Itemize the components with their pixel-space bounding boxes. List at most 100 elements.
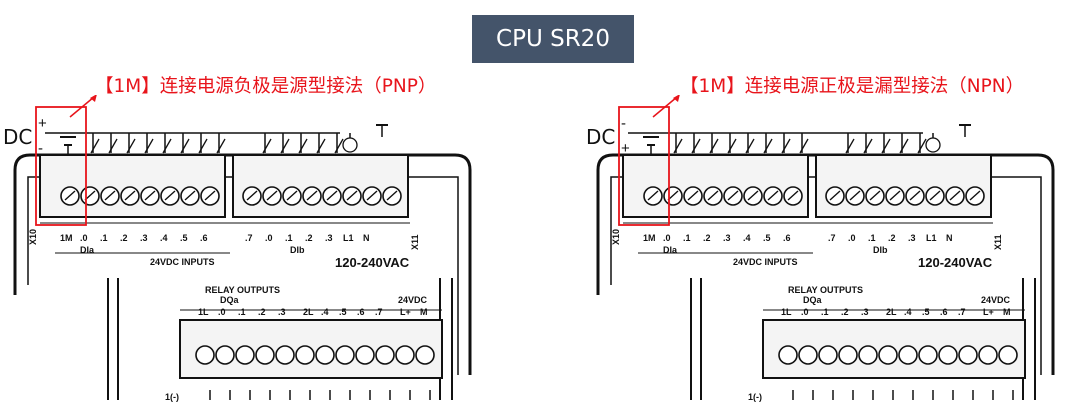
dc-label: DC [3, 125, 33, 149]
output-terminal-label: .7 [375, 307, 383, 317]
input-terminal-label: .0 [663, 233, 671, 243]
input-terminal-label: .6 [783, 233, 791, 243]
switch-contact [763, 138, 773, 154]
screw-slot [164, 190, 176, 201]
input-terminal-label: 1M [60, 233, 73, 243]
output-terminal-label: 1L [198, 307, 209, 317]
screw-slot [366, 190, 378, 201]
output-terminal [858, 345, 878, 365]
output-terminal [978, 345, 998, 365]
input-terminal-label: .3 [140, 233, 148, 243]
title-text: CPU SR20 [496, 26, 610, 52]
switch-contact [799, 138, 809, 154]
screw-slot [787, 190, 799, 201]
screw-slot [184, 190, 196, 201]
screw-slot [144, 190, 156, 201]
screw-slot [849, 190, 861, 201]
switch-contact [709, 138, 719, 154]
switch-contact [917, 138, 927, 154]
output-terminal [315, 345, 335, 365]
pointer-arrowhead [673, 95, 680, 102]
screw-slot [286, 190, 298, 201]
switch-contact [673, 138, 683, 154]
output-terminal-label: .1 [238, 307, 246, 317]
switch-contact [216, 138, 226, 154]
screw-slot [246, 190, 258, 201]
output-terminal-label: .0 [801, 307, 809, 317]
switch-contact [180, 138, 190, 154]
dc-top-sign-label: - [621, 115, 626, 132]
x11-label: X11 [993, 234, 1003, 250]
switch-contact [334, 138, 344, 154]
output-module-sides [107, 278, 453, 400]
input-terminal-label: .2 [888, 233, 896, 243]
output-terminal-label: 2L [303, 307, 314, 317]
bottom-terminal-label: 1(-) [748, 392, 762, 402]
output-terminal-label: .2 [258, 307, 266, 317]
switch-contact [108, 138, 118, 154]
output-terminal-label: .6 [940, 307, 948, 317]
screw-slot [869, 190, 881, 201]
output-terminal [898, 345, 918, 365]
output-terminal-label: .7 [958, 307, 966, 317]
ac-source-symbol [925, 137, 941, 153]
x10-label: X10 [28, 228, 38, 245]
input-block-b [232, 154, 409, 218]
screw-slot [326, 190, 338, 201]
ac-voltage-label: 120-240VAC [335, 255, 410, 270]
screw-slot [969, 190, 981, 201]
output-terminal [395, 345, 415, 365]
dia-label: DIa [80, 245, 95, 255]
output-terminal [375, 345, 395, 365]
relay-outputs-label: RELAY OUTPUTS [205, 285, 281, 295]
input-terminal-label: .7 [828, 233, 836, 243]
screw-slot [124, 190, 136, 201]
dc-out-terminal-label: M [1003, 307, 1011, 317]
input-terminal-label: .1 [868, 233, 876, 243]
input-block-a [622, 154, 809, 218]
input-terminal-label: .0 [265, 233, 273, 243]
output-terminal [798, 345, 818, 365]
pointer-arrowhead [90, 95, 97, 102]
power-terminal-label: L1 [343, 233, 354, 243]
input-terminal-label: .3 [325, 233, 333, 243]
input-terminal-label: .5 [180, 233, 188, 243]
output-terminal [295, 345, 315, 365]
screw-slot [949, 190, 961, 201]
screw-slot [929, 190, 941, 201]
output-terminal [415, 345, 435, 365]
output-terminal-label: .2 [841, 307, 849, 317]
output-terminal-label: .5 [339, 307, 347, 317]
power-terminal-label: L1 [926, 233, 937, 243]
switch-contact [691, 138, 701, 154]
input-terminal-label: .0 [848, 233, 856, 243]
output-terminal [878, 345, 898, 365]
output-terminal-label: .4 [904, 307, 912, 317]
output-terminal-label: .5 [922, 307, 930, 317]
dqa-label: DQa [803, 295, 822, 305]
relay-outputs-label: RELAY OUTPUTS [788, 285, 864, 295]
output-module-sides [690, 278, 1036, 400]
output-terminal [998, 345, 1018, 365]
input-terminal-label: .2 [305, 233, 313, 243]
dc-bottom-sign-label: - [38, 140, 43, 157]
highlight-box-1m [35, 106, 87, 226]
input-block-a [39, 154, 226, 218]
dqa-label: DQa [220, 295, 239, 305]
dia-label: DIa [663, 245, 678, 255]
output-terminal [195, 345, 215, 365]
output-terminal-label: .3 [278, 307, 286, 317]
output-terminal-label: 2L [886, 307, 897, 317]
screw-slot [386, 190, 398, 201]
screw-slot [747, 190, 759, 201]
switch-contact [280, 138, 290, 154]
dc-out-terminal-label: L+ [400, 307, 411, 317]
screw-slot [909, 190, 921, 201]
switch-contact [881, 138, 891, 154]
switch-contact [863, 138, 873, 154]
switch-contact [727, 138, 737, 154]
input-terminal-label: .3 [908, 233, 916, 243]
caption-npn: 【1M】连接电源正极是漏型接法（NPN） [680, 76, 1025, 97]
